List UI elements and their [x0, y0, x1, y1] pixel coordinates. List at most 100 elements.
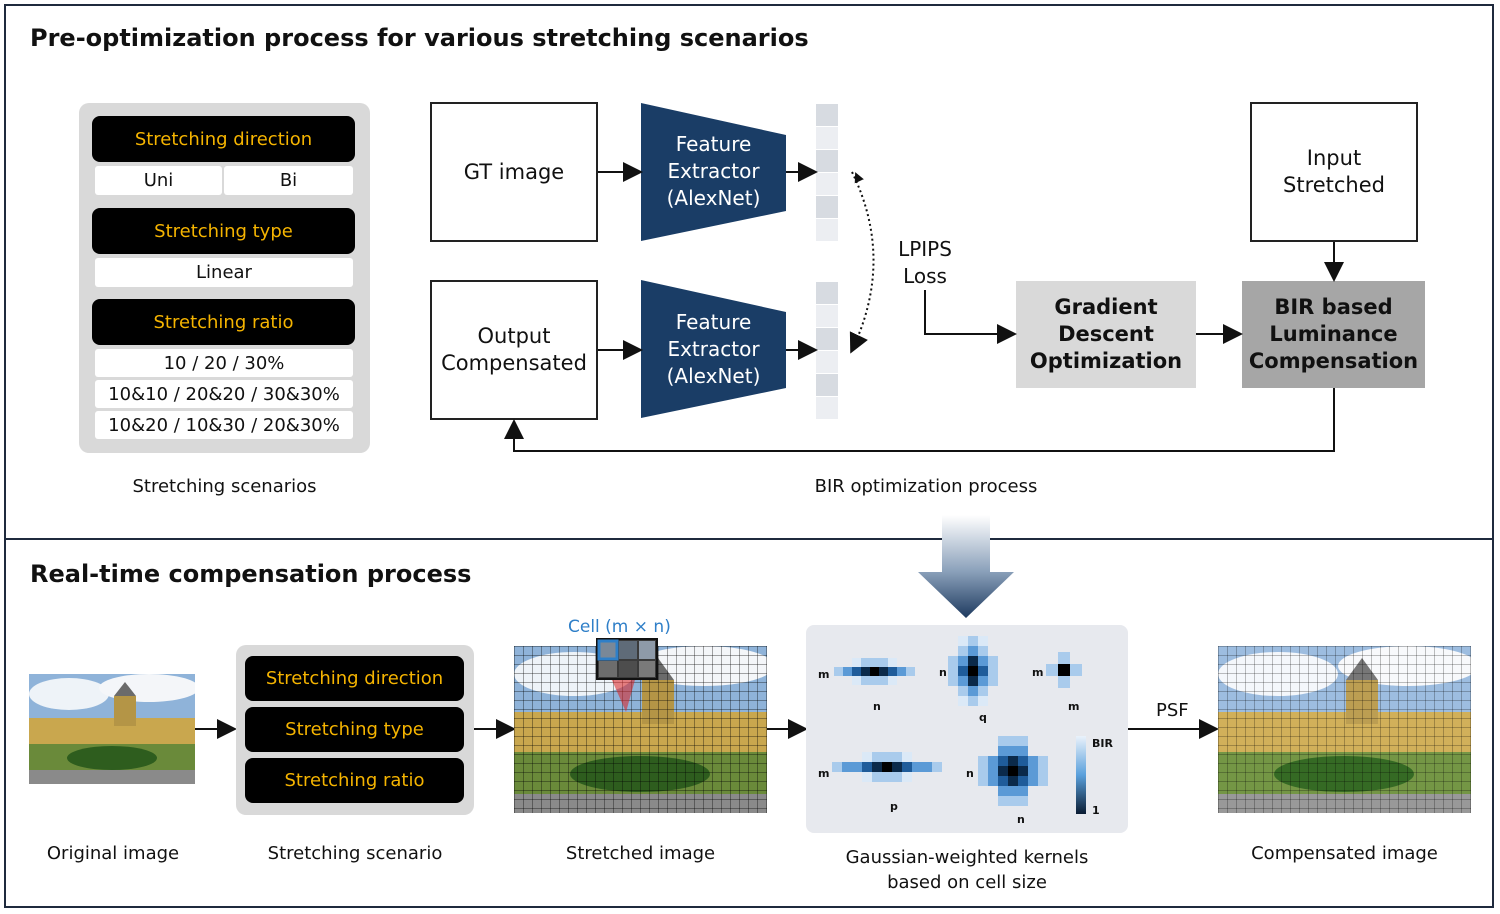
gd-line2: Descent [1058, 322, 1154, 346]
kernel-3 [1046, 652, 1082, 688]
kernel-cell [1018, 746, 1028, 756]
gt-image-label: GT image [463, 159, 565, 184]
colorbar-top-label: BIR [1092, 737, 1113, 750]
k4-side-label: m [818, 767, 830, 780]
kernel-cell [968, 686, 978, 696]
kernel-cell [870, 676, 879, 685]
kernel-4 [832, 752, 942, 782]
kernel-cell [902, 772, 912, 782]
kernel-cell [1018, 766, 1028, 776]
fe1-line1: Feature [675, 132, 752, 156]
output-label-line2: Compensated [441, 351, 587, 375]
lpips-arc [849, 171, 875, 354]
kernel-cell [862, 762, 872, 772]
kernel-cell [1018, 796, 1028, 806]
kernel-cell [948, 656, 958, 666]
kernel-cell [879, 676, 888, 685]
kernel-cell [922, 762, 932, 772]
type-linear: Linear [95, 258, 353, 287]
kernel-cell [978, 686, 988, 696]
kernel-cell [1018, 786, 1028, 796]
kernel-cell [902, 752, 912, 762]
k1-bottom-label: n [873, 700, 881, 713]
direction-header: Stretching direction [92, 116, 355, 162]
kernel-cell [882, 772, 892, 782]
ratio-row-1: 10 / 20 / 30% [95, 349, 353, 377]
kernel-cell [998, 746, 1008, 756]
kernel-cell [1028, 766, 1038, 776]
kernel-cell [861, 667, 870, 676]
kernel-cell [1018, 756, 1028, 766]
feature-vector-2 [816, 282, 838, 419]
kernel-cell [852, 667, 861, 676]
type-header: Stretching type [92, 208, 355, 254]
kernel-cell [1008, 736, 1018, 746]
lpips-line2: Loss [903, 264, 947, 288]
bir-line1: BIR based [1274, 295, 1393, 319]
bir-process-caption: BIR optimization process [814, 476, 1038, 497]
scenarios-caption: Stretching scenarios [132, 476, 317, 497]
psf-label: PSF [1156, 700, 1189, 721]
gd-line3: Optimization [1029, 349, 1183, 373]
kernel-cell [892, 752, 902, 762]
kernel-cell [978, 656, 988, 666]
k1-side-label: m [818, 668, 830, 681]
ratio-header: Stretching ratio [92, 299, 355, 345]
outer-frame [4, 4, 1494, 908]
kernel-cell [862, 772, 872, 782]
kernel-cell [1070, 664, 1082, 676]
fe2-label: Feature Extractor (AlexNet) [641, 309, 786, 390]
kernels-caption-line2: based on cell size [887, 872, 1047, 893]
kernel-cell [1046, 664, 1058, 676]
kernel-cell [1058, 676, 1070, 688]
kernel-cell [988, 766, 998, 776]
kernel-cell [958, 686, 968, 696]
ratio-row-3: 10&20 / 10&30 / 20&30% [95, 411, 353, 439]
kernel-cell [902, 762, 912, 772]
kernel-cell [888, 676, 897, 685]
kernel-cell [978, 666, 988, 676]
kernel-cell [834, 667, 843, 676]
kernel-cell [888, 667, 897, 676]
direction-uni: Uni [95, 166, 222, 195]
kernel-cell [1008, 796, 1018, 806]
kernel-cell [988, 676, 998, 686]
kernel-cell [1008, 746, 1018, 756]
kernel-cell [968, 636, 978, 646]
gt-image-box: GT image [430, 102, 598, 242]
direction-bi: Bi [224, 166, 353, 195]
k3-bottom-label: m [1068, 700, 1080, 713]
kernel-cell [1058, 652, 1070, 664]
kernel-cell [958, 676, 968, 686]
kernel-cell [998, 776, 1008, 786]
kernel-cell [998, 736, 1008, 746]
compensated-grid [1218, 646, 1471, 813]
kernel-cell [1008, 786, 1018, 796]
fe2-line2: Extractor [667, 337, 760, 361]
scenario-caption: Stretching scenario [267, 843, 443, 864]
kernel-cell [843, 667, 852, 676]
original-caption: Original image [46, 843, 180, 864]
big-down-arrow [918, 515, 1014, 618]
kernel-1 [834, 658, 915, 685]
bir-line3: Compensation [1248, 349, 1419, 373]
output-label-line1: Output [477, 324, 551, 348]
kernel-cell [958, 666, 968, 676]
kernel-cell [888, 658, 897, 667]
lpips-loss-label: LPIPS Loss [885, 236, 965, 290]
kernel-cell [861, 676, 870, 685]
scenario-direction: Stretching direction [245, 656, 464, 701]
kernel-cell [861, 658, 870, 667]
kernel-cell [1018, 776, 1028, 786]
kernel-cell [932, 762, 942, 772]
kernel-cell [1038, 776, 1048, 786]
kernel-cell [978, 776, 988, 786]
kernel-cell [998, 786, 1008, 796]
kernel-cell [879, 667, 888, 676]
kernel-cell [988, 776, 998, 786]
kernel-cell [958, 656, 968, 666]
kernel-cell [897, 667, 906, 676]
kernel-cell [988, 656, 998, 666]
kernel-cell [998, 756, 1008, 766]
